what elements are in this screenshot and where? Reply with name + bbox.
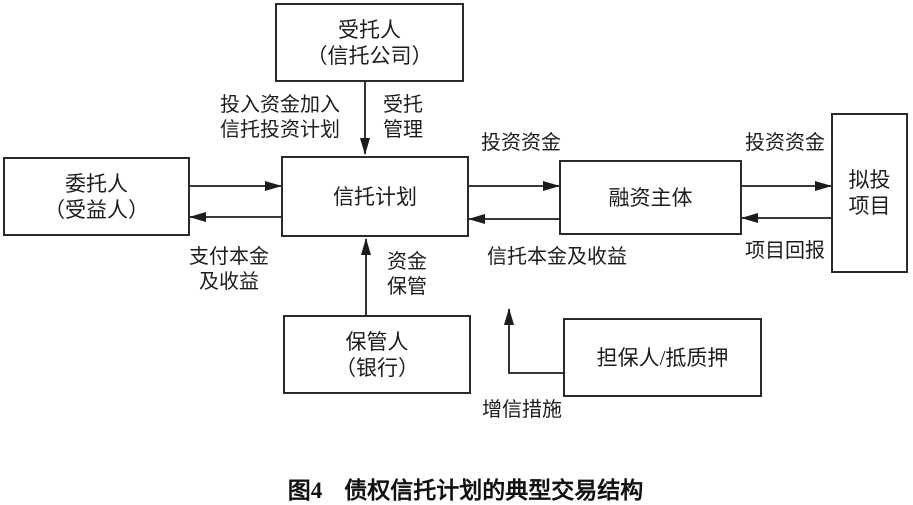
label-fund-custody: 资金 保管 (387, 251, 427, 298)
arrow-guarantor-credit-enhancement (504, 308, 563, 374)
node-trust-plan: 信托计划 (281, 156, 469, 237)
figure-caption-title: 债权信托计划的典型交易结构 (344, 478, 644, 503)
label-entrusted-management: 受托 管理 (383, 94, 423, 141)
label-pay-principal-income: 支付本金 及收益 (189, 246, 269, 293)
label-investment-funds-1: 投资资金 (481, 132, 561, 154)
node-custodian: 保管人 （银行） (283, 315, 471, 394)
node-financing-entity: 融资主体 (559, 160, 742, 235)
label-investment-funds-2: 投资资金 (745, 132, 825, 154)
figure-caption-tag: 图4 (287, 478, 323, 503)
figure-caption: 图4 债权信托计划的典型交易结构 (0, 471, 913, 505)
node-guarantor-collateral: 担保人/抵质押 (563, 318, 762, 397)
node-trustee: 受托人 （信托公司） (275, 3, 464, 82)
label-credit-enhancement: 增信措施 (482, 399, 562, 421)
label-trust-principal-income: 信托本金及收益 (487, 246, 627, 268)
label-project-return: 项目回报 (745, 240, 825, 262)
node-proposed-project: 拟投 项目 (831, 113, 908, 273)
node-principal: 委托人 （受益人） (3, 157, 190, 236)
label-invest-join: 投入资金加入 信托投资计划 (220, 94, 340, 141)
